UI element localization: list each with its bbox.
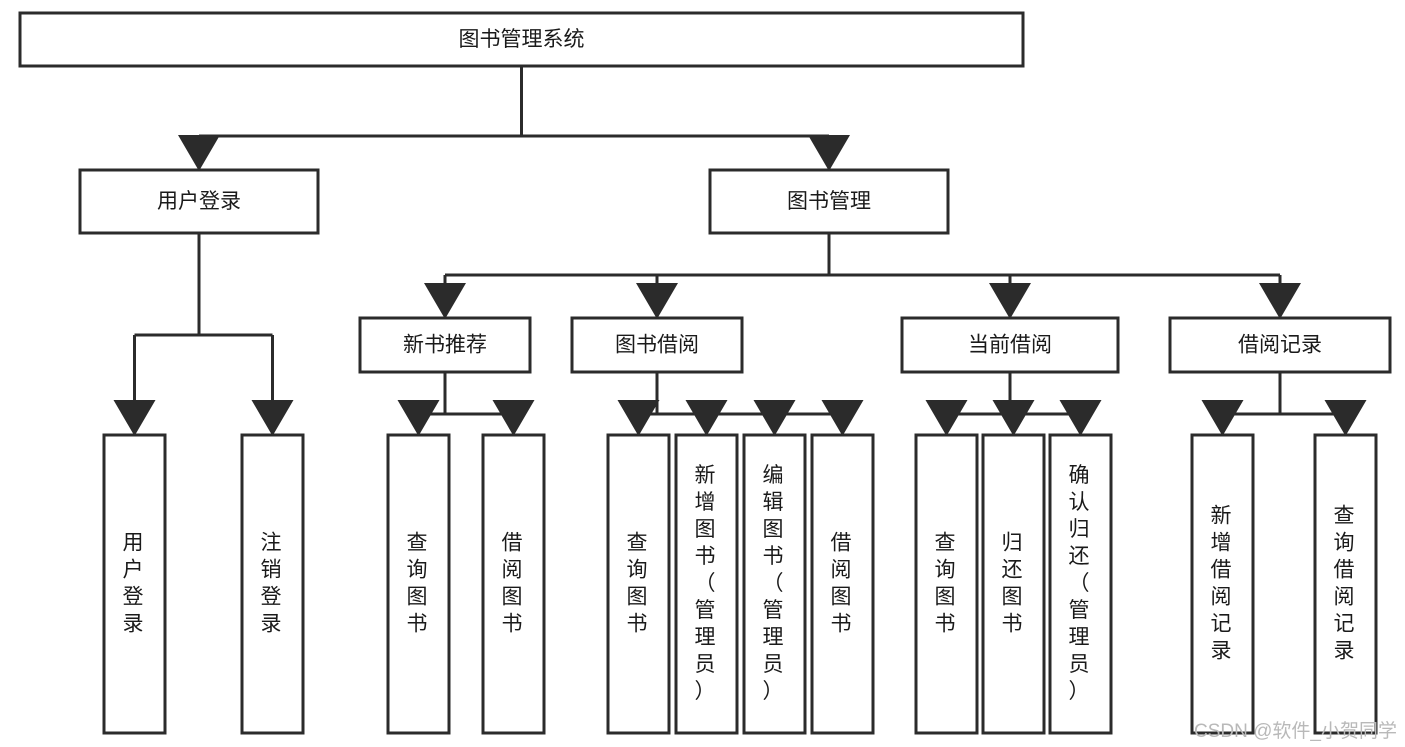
node-box <box>481 433 546 735</box>
node-leaf-query-book-current[interactable]: 查询图书 <box>914 433 979 735</box>
node-label: 用户登录 <box>157 190 241 213</box>
node-box <box>708 168 950 235</box>
node-label: 新增图书（管理员） <box>695 464 719 703</box>
node-label: 归还图书 <box>1002 531 1026 635</box>
node-label: 注销登录 <box>261 531 285 635</box>
node-leaf-confirm-return[interactable]: 确认归还（管理员） <box>1048 433 1113 735</box>
node-leaf-query-book-rec[interactable]: 查询图书 <box>386 433 451 735</box>
node-current-borrow[interactable]: 当前借阅 <box>900 316 1120 374</box>
node-box <box>981 433 1046 735</box>
node-box <box>1048 433 1113 735</box>
node-box <box>1168 316 1392 374</box>
node-label: 借阅图书 <box>502 531 526 635</box>
node-box <box>570 316 744 374</box>
node-box <box>900 316 1120 374</box>
edges-layer <box>113 66 1367 436</box>
node-box <box>674 433 739 735</box>
node-box <box>810 433 875 735</box>
node-leaf-add-record[interactable]: 新增借阅记录 <box>1190 433 1255 735</box>
node-label: 编辑图书（管理员） <box>763 464 787 703</box>
node-label: 新增借阅记录 <box>1211 504 1235 662</box>
node-box <box>386 433 451 735</box>
node-label: 图书管理系统 <box>459 28 585 51</box>
node-root[interactable]: 图书管理系统 <box>18 11 1025 68</box>
node-label: 图书管理 <box>787 190 871 213</box>
node-label: 图书借阅 <box>615 334 699 357</box>
node-leaf-add-book[interactable]: 新增图书（管理员） <box>674 433 739 735</box>
node-box <box>18 11 1025 68</box>
node-box <box>1313 433 1378 735</box>
node-box <box>78 168 320 235</box>
node-leaf-query-record[interactable]: 查询借阅记录 <box>1313 433 1378 735</box>
node-label: 查询图书 <box>627 531 651 635</box>
node-label: 用户登录 <box>123 531 147 635</box>
nodes-layer: 图书管理系统用户登录图书管理新书推荐图书借阅当前借阅借阅记录用户登录注销登录查询… <box>18 11 1392 735</box>
node-leaf-borrow-book[interactable]: 借阅图书 <box>810 433 875 735</box>
node-leaf-user-login[interactable]: 用户登录 <box>102 433 167 735</box>
node-label: 新书推荐 <box>403 334 487 357</box>
node-label: 当前借阅 <box>968 334 1052 357</box>
node-label: 借阅图书 <box>831 531 855 635</box>
node-box <box>742 433 807 735</box>
node-box <box>102 433 167 735</box>
node-leaf-logout[interactable]: 注销登录 <box>240 433 305 735</box>
node-book-manage[interactable]: 图书管理 <box>708 168 950 235</box>
node-label: 查询图书 <box>935 531 959 635</box>
node-borrow-record[interactable]: 借阅记录 <box>1168 316 1392 374</box>
node-box <box>1190 433 1255 735</box>
node-label: 确认归还（管理员） <box>1069 464 1093 703</box>
node-box <box>240 433 305 735</box>
node-user-login[interactable]: 用户登录 <box>78 168 320 235</box>
node-box <box>914 433 979 735</box>
node-label: 查询借阅记录 <box>1334 504 1358 662</box>
node-book-borrow[interactable]: 图书借阅 <box>570 316 744 374</box>
node-leaf-query-book-borrow[interactable]: 查询图书 <box>606 433 671 735</box>
node-box <box>606 433 671 735</box>
node-leaf-borrow-book-rec[interactable]: 借阅图书 <box>481 433 546 735</box>
node-leaf-edit-book[interactable]: 编辑图书（管理员） <box>742 433 807 735</box>
node-label: 查询图书 <box>407 531 431 635</box>
node-label: 借阅记录 <box>1238 334 1322 357</box>
node-box <box>358 316 532 374</box>
node-new-book-rec[interactable]: 新书推荐 <box>358 316 532 374</box>
node-leaf-return-book[interactable]: 归还图书 <box>981 433 1046 735</box>
